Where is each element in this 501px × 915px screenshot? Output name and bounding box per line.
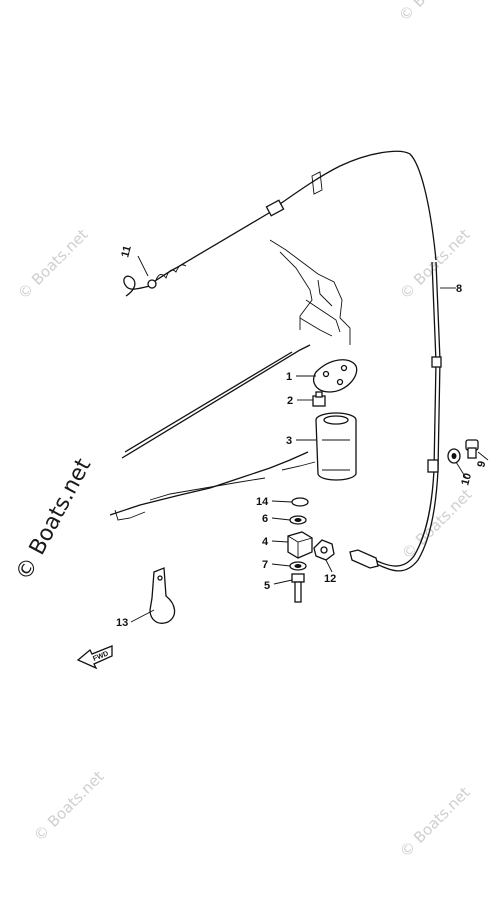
watermark-bottom-right: © Boats.net xyxy=(396,783,474,861)
watermark-mid-right: © Boats.net xyxy=(398,485,476,563)
part-13-clamp xyxy=(149,567,176,624)
fuel-line-8 xyxy=(349,261,442,572)
callout-12: 12 xyxy=(324,573,336,585)
callout-4: 4 xyxy=(262,536,269,548)
part-12-union-bolt xyxy=(313,539,335,561)
callouts: 1 2 3 4 5 6 7 8 9 10 11 12 13 14 xyxy=(116,244,488,629)
callout-6: 6 xyxy=(262,513,268,525)
part-7-gasket xyxy=(289,561,307,571)
watermark-top-right: © Boats.net xyxy=(395,0,473,25)
callout-1: 1 xyxy=(286,371,292,383)
part-6-o-ring xyxy=(289,515,307,525)
cable-11 xyxy=(123,150,437,297)
watermark-bottom-left: © Boats.net xyxy=(30,767,108,845)
part-4-joint-block xyxy=(287,531,313,559)
callout-13: 13 xyxy=(116,617,128,629)
callout-7: 7 xyxy=(262,559,268,571)
leader-lines xyxy=(130,255,489,623)
line-clamp xyxy=(427,459,439,473)
callout-11: 11 xyxy=(119,244,134,258)
part-9-screw xyxy=(465,439,479,459)
watermark-dark-vertical: © Boats.net xyxy=(11,454,96,585)
part-2-fitting xyxy=(312,391,326,407)
part-10-washer xyxy=(447,448,461,464)
callout-8: 8 xyxy=(456,283,462,295)
callout-14: 14 xyxy=(256,496,269,508)
engine-casing-outline xyxy=(109,239,351,521)
part-1-filter-bracket xyxy=(313,359,358,393)
forward-arrow-icon: FWD xyxy=(76,645,113,670)
callout-10: 10 xyxy=(459,472,474,487)
callout-9: 9 xyxy=(475,460,488,469)
part-3-fuel-filter xyxy=(315,412,357,481)
callout-5: 5 xyxy=(264,580,270,592)
callout-2: 2 xyxy=(287,395,293,407)
callout-3: 3 xyxy=(286,435,292,447)
part-14-washer xyxy=(291,497,309,507)
watermark-upper-left: © Boats.net xyxy=(14,225,92,303)
part-5-bolt xyxy=(291,573,305,603)
watermarks: © Boats.net © Boats.net © Boats.net © Bo… xyxy=(11,0,475,861)
